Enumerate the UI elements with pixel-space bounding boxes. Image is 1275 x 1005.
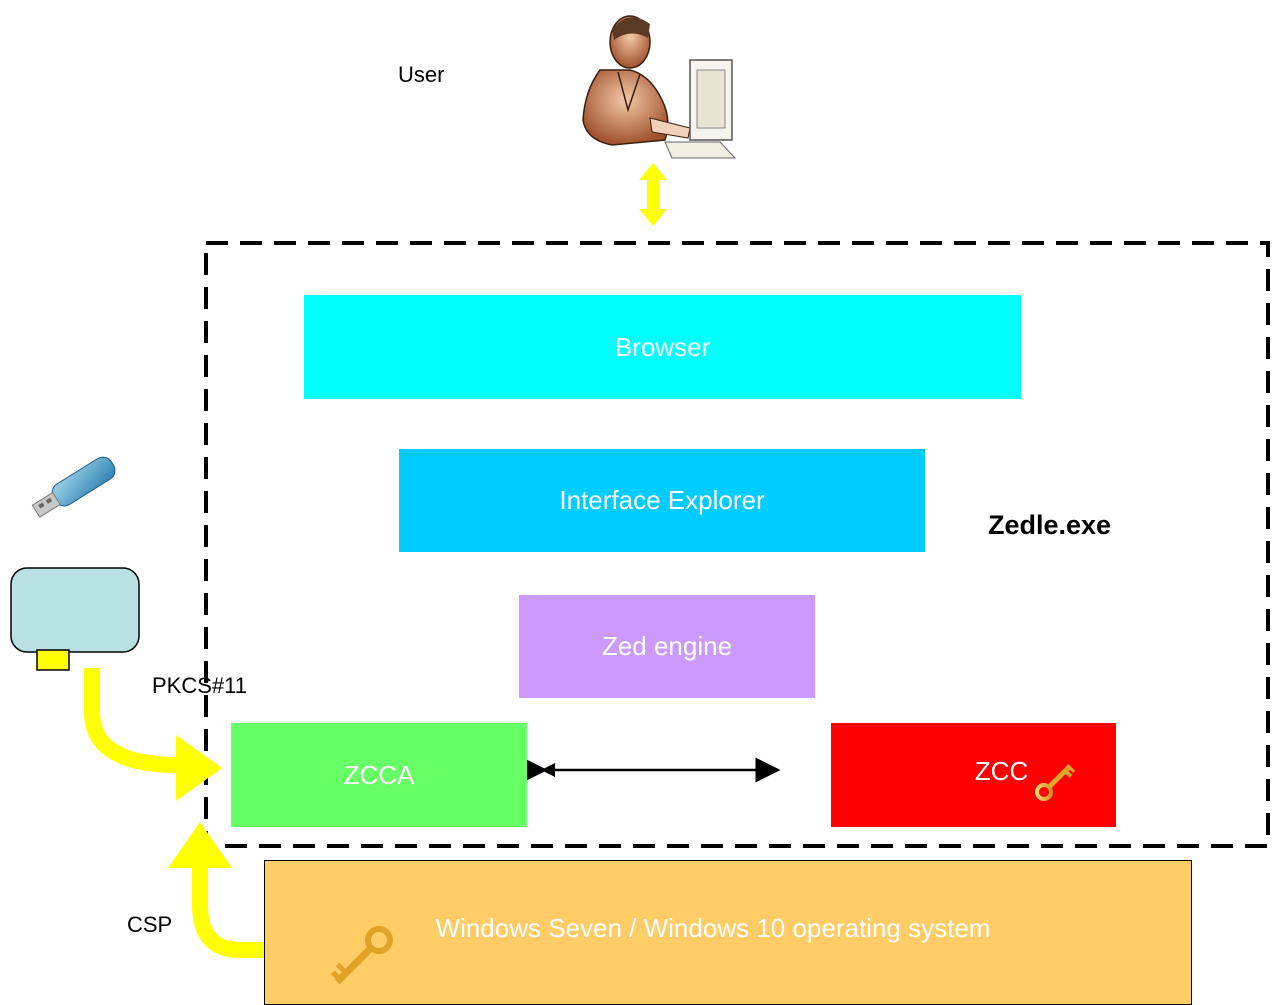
interface-explorer-label: Interface Explorer bbox=[559, 485, 765, 515]
interface-explorer-box: Interface Explorer bbox=[399, 449, 925, 552]
os-label: Windows Seven / Windows 10 operating sys… bbox=[435, 913, 991, 943]
zed-engine-box: Zed engine bbox=[519, 595, 815, 698]
zedle-exe-label: Zedle.exe bbox=[988, 510, 1112, 540]
user-at-computer-icon bbox=[582, 15, 737, 159]
zedle-container bbox=[204, 241, 1270, 848]
os-box: Windows Seven / Windows 10 operating sys… bbox=[264, 860, 1192, 1005]
zed-engine-label: Zed engine bbox=[601, 631, 733, 661]
pkcs11-arrow bbox=[84, 668, 222, 801]
left-arrowhead bbox=[541, 763, 555, 777]
usb-key-icon bbox=[31, 456, 116, 518]
zcca-label: ZCCA bbox=[343, 759, 415, 790]
key-icon bbox=[330, 926, 393, 985]
zcc-label: ZCC bbox=[974, 755, 1029, 786]
key-icon bbox=[1035, 764, 1076, 801]
zcca-box: ZCCA bbox=[231, 723, 527, 827]
csp-label: CSP bbox=[127, 912, 173, 937]
browser-box: Browser bbox=[304, 295, 1021, 399]
browser-label: Browser bbox=[614, 331, 711, 362]
user-double-arrow bbox=[639, 163, 667, 226]
csp-arrow bbox=[168, 822, 288, 958]
user-label: User bbox=[398, 62, 445, 87]
pkcs11-label: PKCS#11 bbox=[152, 673, 247, 698]
card-reader-icon bbox=[10, 567, 140, 671]
